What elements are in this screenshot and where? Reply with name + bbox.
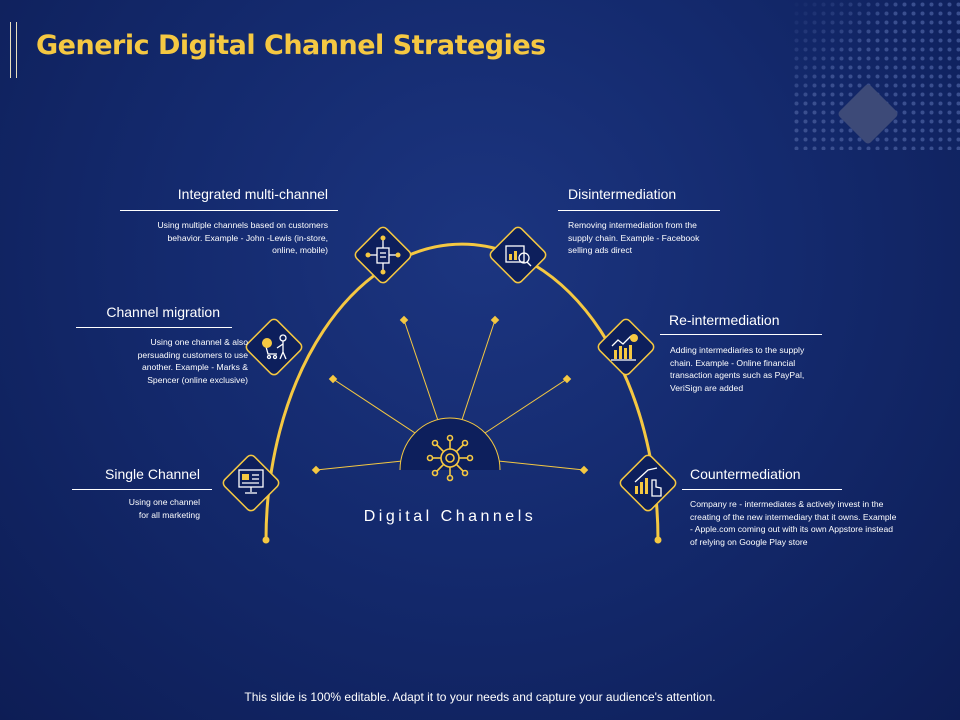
node-integrated-multi-channel: [354, 226, 412, 284]
description-line: Adding intermediaries to the supply: [670, 345, 805, 355]
description-line: Using multiple channels based on custome…: [157, 220, 328, 230]
description-line: chain. Example - Online financial: [670, 357, 796, 368]
decorative-diamond: [838, 84, 898, 144]
arc-end-left: [262, 536, 270, 544]
strategy-heading: Channel migration: [106, 304, 220, 320]
description-line: VeriSign are added: [670, 382, 744, 393]
description-line: supply chain. Example - Facebook: [568, 232, 700, 243]
gear-network-icon: [426, 434, 474, 482]
description-line: Spencer (online exclusive): [147, 374, 248, 385]
description-line: Using one channel: [128, 497, 200, 507]
ray-end: [311, 465, 321, 475]
person-cart-icon: [262, 334, 287, 360]
ray-end: [562, 374, 572, 384]
strategy-description: Using multiple channels based on custome…: [108, 219, 328, 257]
description-line: Company re - intermediates & actively in…: [690, 499, 884, 509]
strategy-description: Removing intermediation from the supply …: [568, 219, 738, 257]
heading-rule: [76, 327, 232, 328]
arc-end-right: [654, 536, 662, 544]
description-line: persuading customers to use: [137, 349, 248, 360]
heading-rule: [682, 489, 842, 490]
description-line: - Apple.com coming out with its own Apps…: [690, 524, 894, 534]
center-label: Digital Channels: [363, 508, 537, 525]
hand-chart-icon: [634, 467, 662, 497]
node-re-intermediation: [597, 318, 655, 376]
chart-magnifier-icon: [505, 245, 532, 267]
strategy-heading: Integrated multi-channel: [177, 186, 328, 202]
strategy-heading: Re-intermediation: [669, 312, 780, 328]
ray-end: [490, 315, 500, 325]
title-accent-bars: [8, 22, 20, 78]
description-line: Removing intermediation from the: [568, 220, 697, 230]
footer-note: This slide is 100% editable. Adapt it to…: [244, 690, 716, 704]
node-disintermediation: [489, 226, 547, 284]
description-line: selling ads direct: [568, 245, 633, 255]
strategy-description: Company re - intermediates & actively in…: [690, 498, 952, 548]
heading-rule: [660, 334, 822, 335]
page-title: Generic Digital Channel Strategies: [36, 30, 546, 61]
heading-rule: [120, 210, 338, 211]
strategy-description: Using one channel & also persuading cust…: [78, 336, 248, 386]
strategy-description: Using one channel for all marketing: [60, 496, 200, 521]
heading-rule: [558, 210, 720, 211]
strategy-description: Adding intermediaries to the supply chai…: [670, 344, 850, 394]
description-line: behavior. Example - John -Lewis (in-stor…: [167, 232, 329, 243]
description-line: for all marketing: [138, 509, 200, 520]
ray-end: [328, 374, 338, 384]
heading-rule: [72, 489, 212, 490]
node-countermediation: [619, 454, 677, 512]
growth-chart-icon: [611, 334, 638, 361]
description-line: Using one channel & also: [150, 337, 248, 347]
ray-end: [399, 315, 409, 325]
description-line: creating of the new intermediary that it…: [690, 511, 897, 522]
description-line: transaction agents such as PayPal,: [670, 370, 805, 380]
description-line: online, mobile): [272, 245, 328, 255]
strategy-heading: Single Channel: [105, 466, 200, 482]
network-document-icon: [365, 235, 401, 275]
description-line: of relying on Google Play store: [690, 536, 808, 547]
ray-end: [579, 465, 589, 475]
outer-arc: [264, 242, 660, 541]
description-line: another. Example - Marks &: [141, 362, 248, 372]
strategy-heading: Disintermediation: [568, 186, 677, 202]
strategy-heading: Countermediation: [690, 466, 801, 482]
monitor-chart-icon: [238, 469, 264, 494]
node-channel-migration: [245, 318, 303, 376]
node-single-channel: [222, 454, 280, 512]
